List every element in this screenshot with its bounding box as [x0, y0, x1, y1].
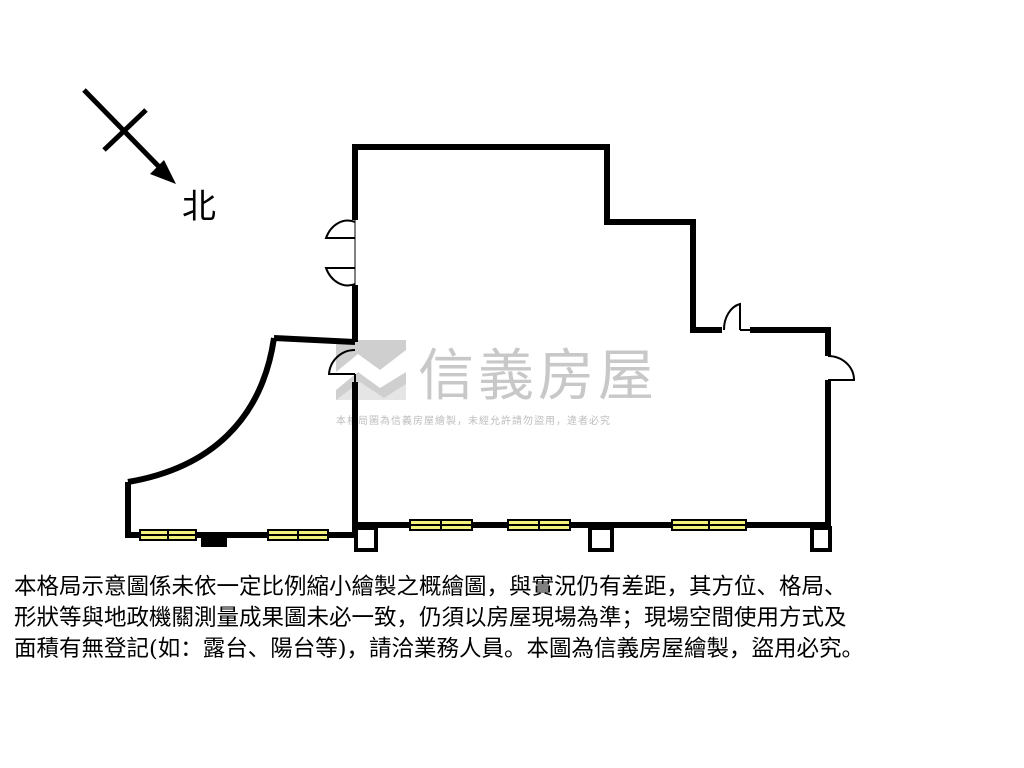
door-icon	[827, 355, 856, 381]
pillar	[588, 526, 614, 552]
pillar	[354, 526, 378, 552]
disclaimer-line: 形狀等與地政機關測量成果圖未必一致，仍須以房屋現場為準；現場空間使用方式及	[14, 605, 847, 631]
pillars	[201, 526, 832, 552]
pillar	[810, 526, 832, 552]
watermark-logo	[336, 340, 406, 400]
watermark-subtitle: 本格局圖為信義房屋繪製，未經允許請勿盜用，違者必究	[336, 414, 611, 427]
north-label: 北	[182, 187, 216, 227]
walls	[125, 144, 831, 538]
wall-annex-top	[273, 335, 356, 345]
windows	[139, 519, 747, 541]
wall-annex-curve	[127, 337, 277, 485]
door-icon	[327, 348, 356, 382]
disclaimer-text: 本格局示意圖係未依一定比例縮小繪製之概繪圖，與實況仍有差距，其方位、格局、 形狀…	[14, 572, 1014, 665]
doors	[324, 219, 856, 382]
double-door-icon	[324, 219, 356, 287]
pillar	[201, 535, 227, 547]
wall-north	[352, 144, 722, 333]
wall-east-upper	[750, 327, 831, 356]
disclaimer-line: 本格局示意圖係未依一定比例縮小繪製之概繪圖，與實況仍有差距，其方位、格局、	[14, 574, 847, 600]
disclaimer-line: 面積有無登記(如：露台、陽台等)，請洽業務人員。本圖為信義房屋繪製，盜用必究。	[14, 636, 865, 662]
door-icon	[722, 302, 750, 331]
watermark: 信義房屋 本格局圖為信義房屋繪製，未經允許請勿盜用，違者必究	[336, 340, 658, 427]
watermark-brand: 信義房屋	[418, 344, 658, 409]
wall-annex-bottom	[125, 482, 358, 538]
wall-south-east	[352, 380, 831, 528]
north-arrow-icon	[82, 88, 176, 184]
